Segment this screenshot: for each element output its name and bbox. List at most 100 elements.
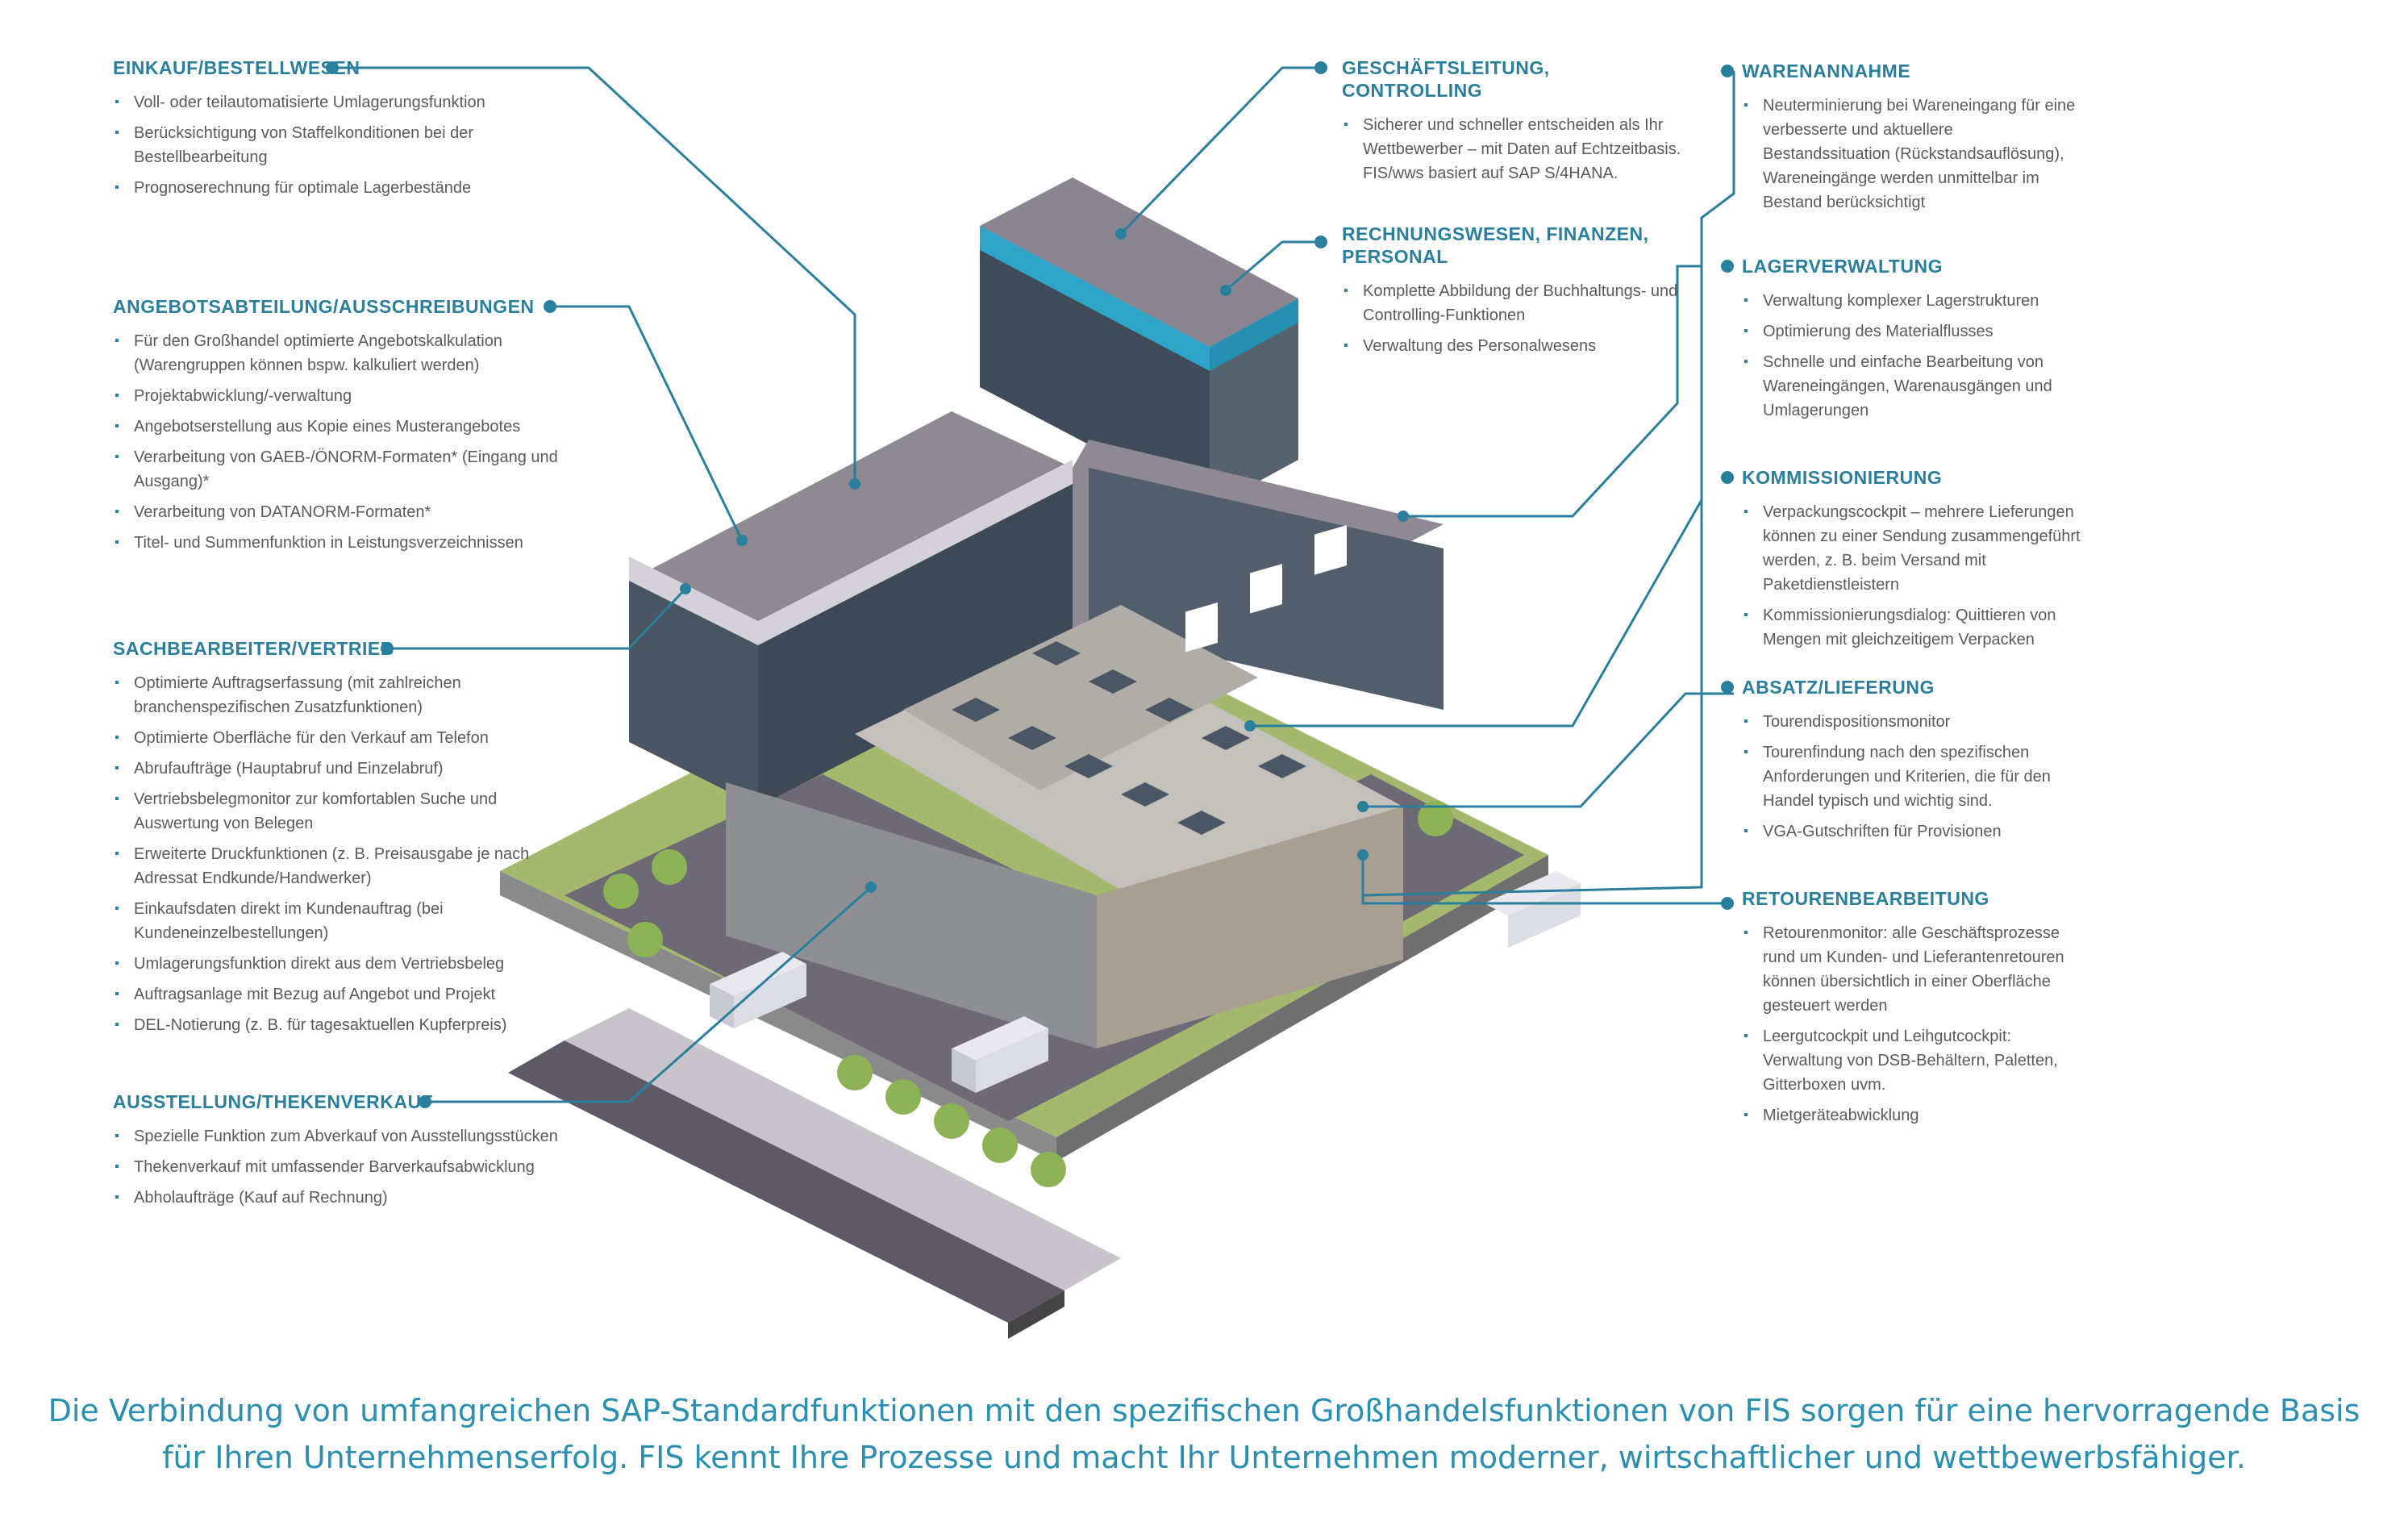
list-item: Berücksichtigung von Staffelkonditionen … [113, 121, 565, 169]
footer-text: Die Verbindung von umfangreichen SAP-Sta… [0, 1387, 2408, 1481]
connector-dot-vertrieb [381, 642, 394, 655]
list-item: Neuterminierung bei Wareneingang für ein… [1742, 94, 2081, 215]
connector-dot-retouren [1721, 897, 1734, 910]
leader-retouren [1361, 855, 1734, 905]
ground-grass [500, 597, 1548, 1137]
list-item: Verpackungscockpit – mehrere Lieferungen… [1742, 500, 2081, 597]
leader-rechnung [1225, 240, 1314, 292]
section-rechnung: RECHNUNGSWESEN, FINANZEN, PERSONAL Kompl… [1342, 223, 1689, 365]
section-list: Tourendispositionsmonitor Tourenfindung … [1742, 710, 2081, 844]
connector-dot-absatz [1721, 681, 1734, 694]
list-item: Abholaufträge (Kauf auf Rechnung) [113, 1186, 565, 1210]
section-title: EINKAUF/BESTELLWESEN [113, 57, 360, 78]
tower-band-right [1210, 298, 1298, 371]
list-item: Tourenfindung nach den spezifischen Anfo… [1742, 740, 2081, 813]
list-item: Umlagerungsfunktion direkt aus dem Vertr… [113, 952, 565, 976]
section-ausstellung: AUSSTELLUNG/THEKENVERKAUF Spezielle Funk… [113, 1090, 565, 1216]
list-item: Projektabwicklung/-verwaltung [113, 384, 565, 408]
section-vertrieb: SACHBEARBEITER/VERTRIEB Optimierte Auftr… [113, 637, 565, 1044]
section-list: Spezielle Funktion zum Abverkauf von Aus… [113, 1124, 565, 1210]
section-lager: LAGERVERWALTUNG Verwaltung komplexer Lag… [1742, 255, 2081, 429]
section-title: RETOURENBEARBEITUNG [1742, 888, 1989, 909]
list-item: Thekenverkauf mit umfassender Barverkauf… [113, 1155, 565, 1179]
tower-band-left [980, 226, 1210, 371]
section-title: KOMMISSIONIERUNG [1742, 467, 1943, 488]
section-list: Voll- oder teilautomatisierte Umlagerung… [113, 90, 565, 200]
list-item: Verwaltung komplexer Lagerstrukturen [1742, 289, 2081, 313]
list-item: Voll- oder teilautomatisierte Umlagerung… [113, 90, 565, 115]
section-title: AUSSTELLUNG/THEKENVERKAUF [113, 1091, 434, 1112]
loading-docks [1185, 525, 1347, 653]
list-item: Erweiterte Druckfunktionen (z. B. Preisa… [113, 842, 565, 890]
office-front-face [758, 484, 1073, 807]
leader-warenannahme [1362, 71, 1735, 897]
list-item: Sicherer und schneller entscheiden als I… [1342, 113, 1689, 186]
list-item: Optimierung des Materialflusses [1742, 319, 2081, 344]
section-list: Für den Großhandel optimierte Angebotska… [113, 329, 565, 555]
list-item: Retourenmonitor: alle Geschäftsprozesse … [1742, 921, 2081, 1018]
leader-vertrieb [394, 587, 687, 650]
tower-roof [980, 177, 1298, 347]
list-item: VGA-Gutschriften für Provisionen [1742, 819, 2081, 844]
section-title: ANGEBOTSABTEILUNG/AUSSCHREIBUNGEN [113, 296, 535, 317]
leader-geschaeft [1119, 66, 1314, 236]
connector-dot-warenannahme [1721, 65, 1734, 77]
connector-dot-einkauf [326, 61, 339, 74]
section-list: Verwaltung komplexer Lagerstrukturen Opt… [1742, 289, 2081, 423]
tower-left-face [980, 226, 1210, 508]
skylights [952, 641, 1306, 835]
list-item: Vertriebsbelegmonitor zur komfortablen S… [113, 787, 565, 836]
office-left-face [629, 581, 758, 807]
list-item: DEL-Notierung (z. B. für tagesaktuellen … [113, 1013, 565, 1037]
footer-line-2: für Ihren Unternehmenserfolg. FIS kennt … [162, 1440, 2246, 1475]
list-item: Mietgeräteabwicklung [1742, 1103, 2081, 1128]
section-geschaeft: GESCHÄFTSLEITUNG, CONTROLLING Sicherer u… [1342, 56, 1689, 192]
list-item: Spezielle Funktion zum Abverkauf von Aus… [113, 1124, 565, 1149]
list-item: Verwaltung des Personalwesens [1342, 334, 1689, 358]
list-item: Titel- und Summenfunktion in Leistungsve… [113, 531, 565, 555]
section-list: Komplette Abbildung der Buchhaltungs- un… [1342, 279, 1689, 358]
section-warenannahme: WARENANNAHME Neuterminierung bei Warenei… [1742, 60, 2081, 221]
list-item: Kommissionierungsdialog: Quittieren von … [1742, 603, 2081, 652]
list-item: Schnelle und einfache Bearbeitung von Wa… [1742, 350, 2081, 423]
hall-front-face [1097, 807, 1403, 1049]
footer-line-1: Die Verbindung von umfangreichen SAP-Sta… [48, 1393, 2360, 1428]
connector-dot-angebot [544, 300, 556, 313]
leader-angebot [556, 305, 744, 541]
leader-absatz [1363, 692, 1734, 808]
list-item: Für den Großhandel optimierte Angebotska… [113, 329, 565, 377]
list-item: Optimierte Oberfläche für den Verkauf am… [113, 726, 565, 750]
section-list: Optimierte Auftragserfassung (mit zahlre… [113, 671, 565, 1037]
connector-dot-rechnung [1314, 236, 1327, 248]
list-item: Verarbeitung von GAEB-/ÖNORM-Formaten* (… [113, 445, 565, 494]
ground-edge-right [1056, 855, 1548, 1161]
list-item: Optimierte Auftragserfassung (mit zahlre… [113, 671, 565, 719]
section-title: ABSATZ/LIEFERUNG [1742, 677, 1935, 698]
leader-einkauf [339, 66, 856, 484]
list-item: Einkaufsdaten direkt im Kundenauftrag (b… [113, 897, 565, 945]
trees [603, 801, 1453, 1187]
road [508, 1040, 1064, 1323]
leader-ausstellung [431, 886, 872, 1103]
leader-lines [339, 66, 1735, 1103]
section-title: WARENANNAHME [1742, 60, 1911, 81]
section-title: GESCHÄFTSLEITUNG, CONTROLLING [1342, 57, 1550, 101]
list-item: Komplette Abbildung der Buchhaltungs- un… [1342, 279, 1689, 327]
road-edge [1008, 1290, 1064, 1339]
section-list: Neuterminierung bei Wareneingang für ein… [1742, 94, 2081, 215]
section-list: Verpackungscockpit – mehrere Lieferungen… [1742, 500, 2081, 652]
section-kommission: KOMMISSIONIERUNG Verpackungscockpit – me… [1742, 466, 2081, 658]
section-list: Retourenmonitor: alle Geschäftsprozesse … [1742, 921, 2081, 1128]
leader-kommission [1250, 499, 1703, 728]
list-item: Verarbeitung von DATANORM-Formaten* [113, 500, 565, 524]
leader-lager [1403, 265, 1702, 518]
leader-end-dots [680, 228, 1409, 893]
list-item: Auftragsanlage mit Bezug auf Angebot und… [113, 982, 565, 1007]
section-einkauf: EINKAUF/BESTELLWESEN Voll- oder teilauto… [113, 56, 565, 206]
section-title: RECHNUNGSWESEN, FINANZEN, PERSONAL [1342, 223, 1649, 267]
connector-dot-kommission [1721, 471, 1734, 484]
section-list: Sicherer und schneller entscheiden als I… [1342, 113, 1689, 186]
hall-roof-ridge [903, 605, 1258, 790]
section-retouren: RETOURENBEARBEITUNG Retourenmonitor: all… [1742, 887, 2081, 1134]
